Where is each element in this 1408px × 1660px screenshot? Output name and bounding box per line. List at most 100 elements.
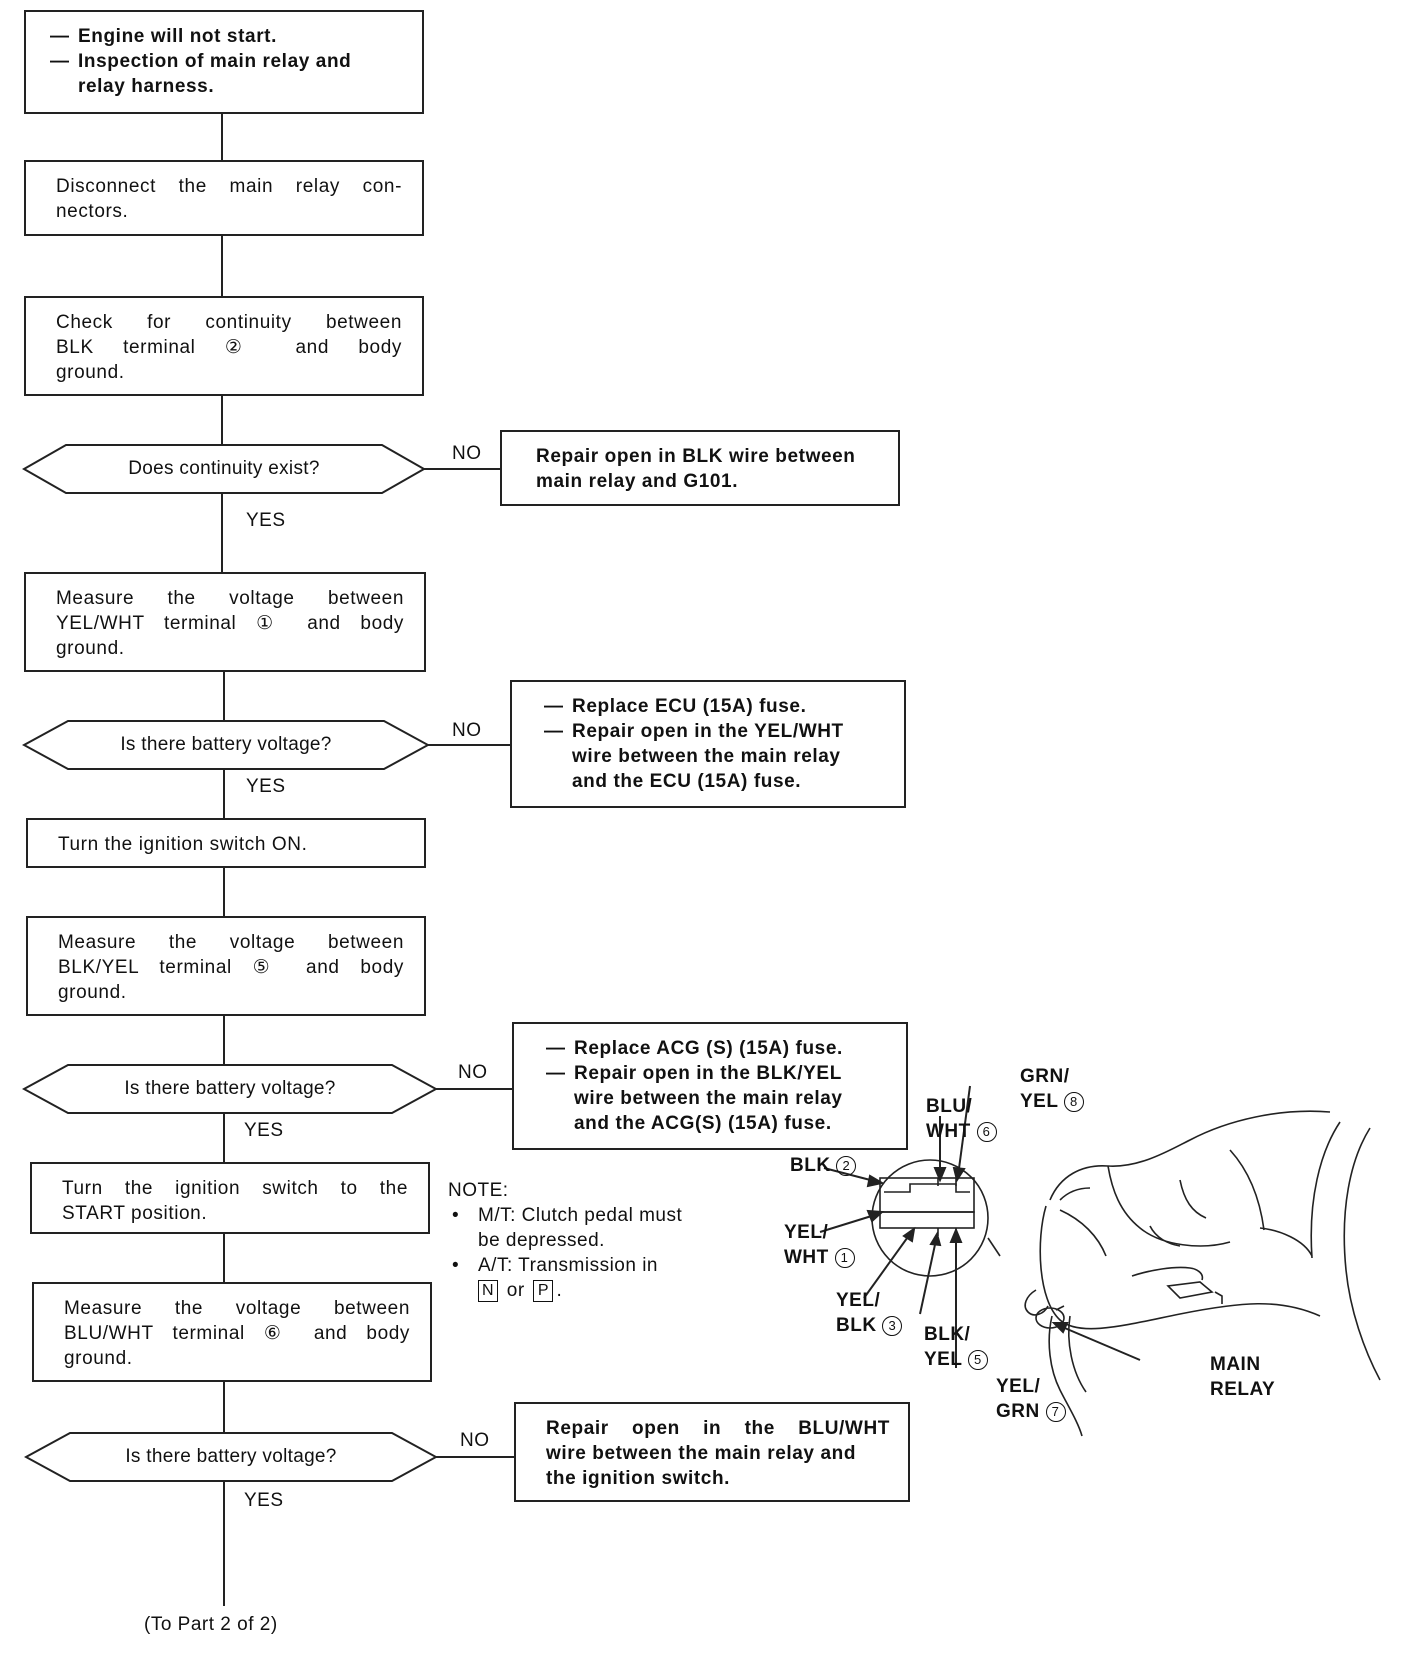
repair-item-open-wire: Repair open in the YEL/WHT wire between t… xyxy=(544,719,886,794)
wire-label-blu-wht-6: BLU/WHT 6 xyxy=(926,1094,997,1144)
repair-text: Repair open in the BLK/YEL xyxy=(574,1063,842,1084)
wire-name: YEL xyxy=(924,1349,963,1370)
step-measure-blu-wht: Measure the voltage between BLU/WHT term… xyxy=(32,1282,432,1382)
step-text: ground. xyxy=(56,362,125,383)
step-text: BLU/WHT terminal ⑥ and body xyxy=(64,1323,410,1344)
decision-continuity: Does continuity exist? xyxy=(22,444,426,494)
wire-label-yel-wht-1: YEL/WHT 1 xyxy=(784,1220,855,1270)
inspection-text: Inspection of main relay and relay harnes… xyxy=(50,49,402,99)
repair-text: Repair open in the BLU/WHT xyxy=(546,1418,890,1439)
step-text: Turn the ignition switch ON. xyxy=(58,834,308,855)
wire-label-yel-grn-7: YEL/GRN 7 xyxy=(996,1374,1066,1424)
start-box: Engine will not start. Inspection of mai… xyxy=(24,10,424,114)
decision-battery-voltage-2: Is there battery voltage? xyxy=(22,1064,438,1114)
wire-label-blk-2: BLK 2 xyxy=(790,1153,857,1178)
note-text: or xyxy=(506,1280,525,1301)
repair-text: wire between the main relay xyxy=(574,1088,843,1109)
wire-name: WHT xyxy=(926,1121,971,1142)
no-label: NO xyxy=(452,443,482,464)
step-measure-blk-yel: Measure the voltage between BLK/YEL term… xyxy=(26,916,426,1016)
wire-name: YEL/ xyxy=(784,1222,829,1243)
note-at: A/T: Transmission inN or P. xyxy=(448,1253,748,1303)
repair-text: main relay and G101. xyxy=(536,471,739,492)
step-text: Measure the voltage between xyxy=(64,1298,410,1319)
wire-name: BLK xyxy=(790,1155,831,1176)
step-text: Measure the voltage between xyxy=(56,588,404,609)
step-disconnect-connectors: Disconnect the main relay con- nectors. xyxy=(24,160,424,236)
decision-text: Is there battery voltage? xyxy=(120,734,332,755)
note-mt: M/T: Clutch pedal must be depressed. xyxy=(448,1203,748,1253)
step-measure-yel-wht: Measure the voltage between YEL/WHT term… xyxy=(24,572,426,672)
repair-text: and the ACG(S) (15A) fuse. xyxy=(574,1113,832,1134)
decision-text: Is there battery voltage? xyxy=(125,1446,337,1467)
repair-item-replace-fuse: Replace ECU (15A) fuse. xyxy=(544,694,886,719)
yes-label: YES xyxy=(246,510,286,531)
terminal-number: 7 xyxy=(1045,1402,1066,1422)
main-relay-illustration xyxy=(819,1085,1381,1437)
step-text: ground. xyxy=(58,982,127,1003)
repair-acg-fuse: Replace ACG (S) (15A) fuse. Repair open … xyxy=(512,1022,908,1150)
terminal-number: 5 xyxy=(967,1350,988,1370)
repair-text: wire between the main relay xyxy=(572,746,841,767)
wire-name: BLK/ xyxy=(924,1324,971,1345)
terminal-number: 6 xyxy=(976,1122,997,1142)
step-text: Turn the ignition switch to the xyxy=(62,1178,408,1199)
decision-battery-voltage-3: Is there battery voltage? xyxy=(24,1432,438,1482)
step-text: YEL/WHT terminal ① and body xyxy=(56,613,404,634)
no-label: NO xyxy=(452,720,482,741)
yes-label: YES xyxy=(246,776,286,797)
relay-label-line: RELAY xyxy=(1210,1379,1276,1400)
note-text: . xyxy=(556,1280,563,1301)
step-text: Check for continuity between xyxy=(56,312,402,333)
repair-blk-wire: Repair open in BLK wire between main rel… xyxy=(500,430,900,506)
step-check-continuity: Check for continuity between BLK termina… xyxy=(24,296,424,396)
step-text: ground. xyxy=(64,1348,133,1369)
symptom-text: Engine will not start. xyxy=(50,24,402,49)
wire-label-yel-blk-3: YEL/BLK 3 xyxy=(836,1288,903,1338)
terminal-number: 8 xyxy=(1063,1092,1084,1112)
note-text: A/T: Transmission in xyxy=(478,1255,658,1276)
step-text: ground. xyxy=(56,638,125,659)
gear-n-indicator: N xyxy=(478,1279,498,1302)
step-ignition-on: Turn the ignition switch ON. xyxy=(26,818,426,868)
wire-name: YEL/ xyxy=(836,1290,881,1311)
decision-text: Is there battery voltage? xyxy=(124,1078,336,1099)
note-text: be depressed. xyxy=(478,1230,605,1251)
step-text: BLK/YEL terminal ⑤ and body xyxy=(58,957,404,978)
step-text: nectors. xyxy=(56,201,129,222)
no-label: NO xyxy=(460,1430,490,1451)
yes-label: YES xyxy=(244,1120,284,1141)
wire-name: YEL xyxy=(1020,1091,1059,1112)
wire-name: BLK xyxy=(836,1315,877,1336)
inspection-text-1: Inspection of main relay and xyxy=(78,51,352,72)
wire-label-blk-yel-5: BLK/YEL 5 xyxy=(924,1322,988,1372)
no-label: NO xyxy=(458,1062,488,1083)
step-ignition-start: Turn the ignition switch to the START po… xyxy=(30,1162,430,1234)
decision-battery-voltage-1: Is there battery voltage? xyxy=(22,720,430,770)
step-text: Measure the voltage between xyxy=(58,932,404,953)
terminal-number: 3 xyxy=(882,1316,903,1336)
yes-label: YES xyxy=(244,1490,284,1511)
repair-text: wire between the main relay and xyxy=(546,1443,857,1464)
repair-text: and the ECU (15A) fuse. xyxy=(572,771,802,792)
inspection-text-2: relay harness. xyxy=(78,76,215,97)
note-text: M/T: Clutch pedal must xyxy=(478,1205,683,1226)
repair-item-open-wire: Repair open in the BLK/YEL wire between t… xyxy=(546,1061,888,1136)
wire-name: BLU/ xyxy=(926,1096,973,1117)
repair-text: Repair open in BLK wire between xyxy=(536,446,856,467)
repair-ecu-fuse: Replace ECU (15A) fuse. Repair open in t… xyxy=(510,680,906,808)
wire-label-grn-yel-8: GRN/YEL 8 xyxy=(1020,1064,1084,1114)
terminal-number: 1 xyxy=(834,1248,855,1268)
step-text: BLK terminal ② and body xyxy=(56,337,402,358)
step-text: START position. xyxy=(62,1203,208,1224)
wire-name: GRN/ xyxy=(1020,1066,1070,1087)
step-text: Disconnect the main relay con- xyxy=(56,176,402,197)
repair-text: the ignition switch. xyxy=(546,1468,731,1489)
terminal-number: 2 xyxy=(836,1156,857,1176)
main-relay-label: MAIN RELAY xyxy=(1210,1352,1275,1402)
repair-item-replace-fuse: Replace ACG (S) (15A) fuse. xyxy=(546,1036,888,1061)
relay-label-line: MAIN xyxy=(1210,1354,1261,1375)
repair-text: Repair open in the YEL/WHT xyxy=(572,721,844,742)
